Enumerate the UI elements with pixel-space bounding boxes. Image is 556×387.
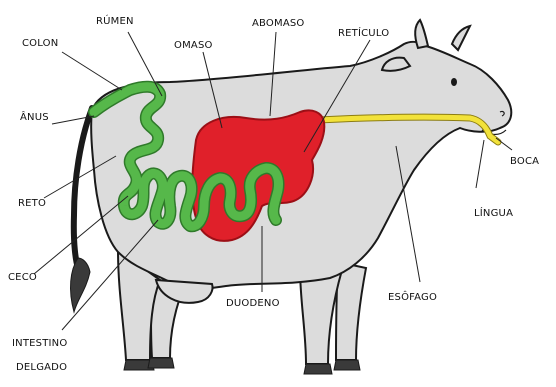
label-rumen: RÚMEN xyxy=(96,14,134,27)
label-omaso: OMASO xyxy=(174,40,213,51)
leader-colon xyxy=(62,52,122,90)
label-ceco: CECO xyxy=(8,272,37,283)
label-intestino-line2: DELGADO xyxy=(16,362,67,373)
label-lingua: LÍNGUA xyxy=(474,206,513,219)
cow-hoof xyxy=(148,358,174,368)
cow-tail-tuft xyxy=(71,258,90,312)
label-duodeno: DUODENO xyxy=(226,298,280,309)
cow-eye xyxy=(451,78,457,86)
cow-horn-left xyxy=(415,20,428,48)
cow-hoof xyxy=(304,364,332,374)
label-colon: COLON xyxy=(22,38,58,49)
label-reticulo: RETÍCULO xyxy=(338,26,389,39)
leader-lingua xyxy=(476,140,484,188)
cow-tail xyxy=(74,108,92,268)
label-intestino-line1: INTESTINO xyxy=(12,338,67,349)
cow-horn-right xyxy=(452,26,470,50)
cow-hoof xyxy=(334,360,360,370)
label-boca: BOCA xyxy=(510,156,539,167)
label-anus: ÂNUS xyxy=(20,110,49,123)
label-abomaso: ABOMASO xyxy=(252,18,304,29)
label-reto: RETO xyxy=(18,198,46,209)
label-esofago: ESÔFAGO xyxy=(388,290,437,303)
